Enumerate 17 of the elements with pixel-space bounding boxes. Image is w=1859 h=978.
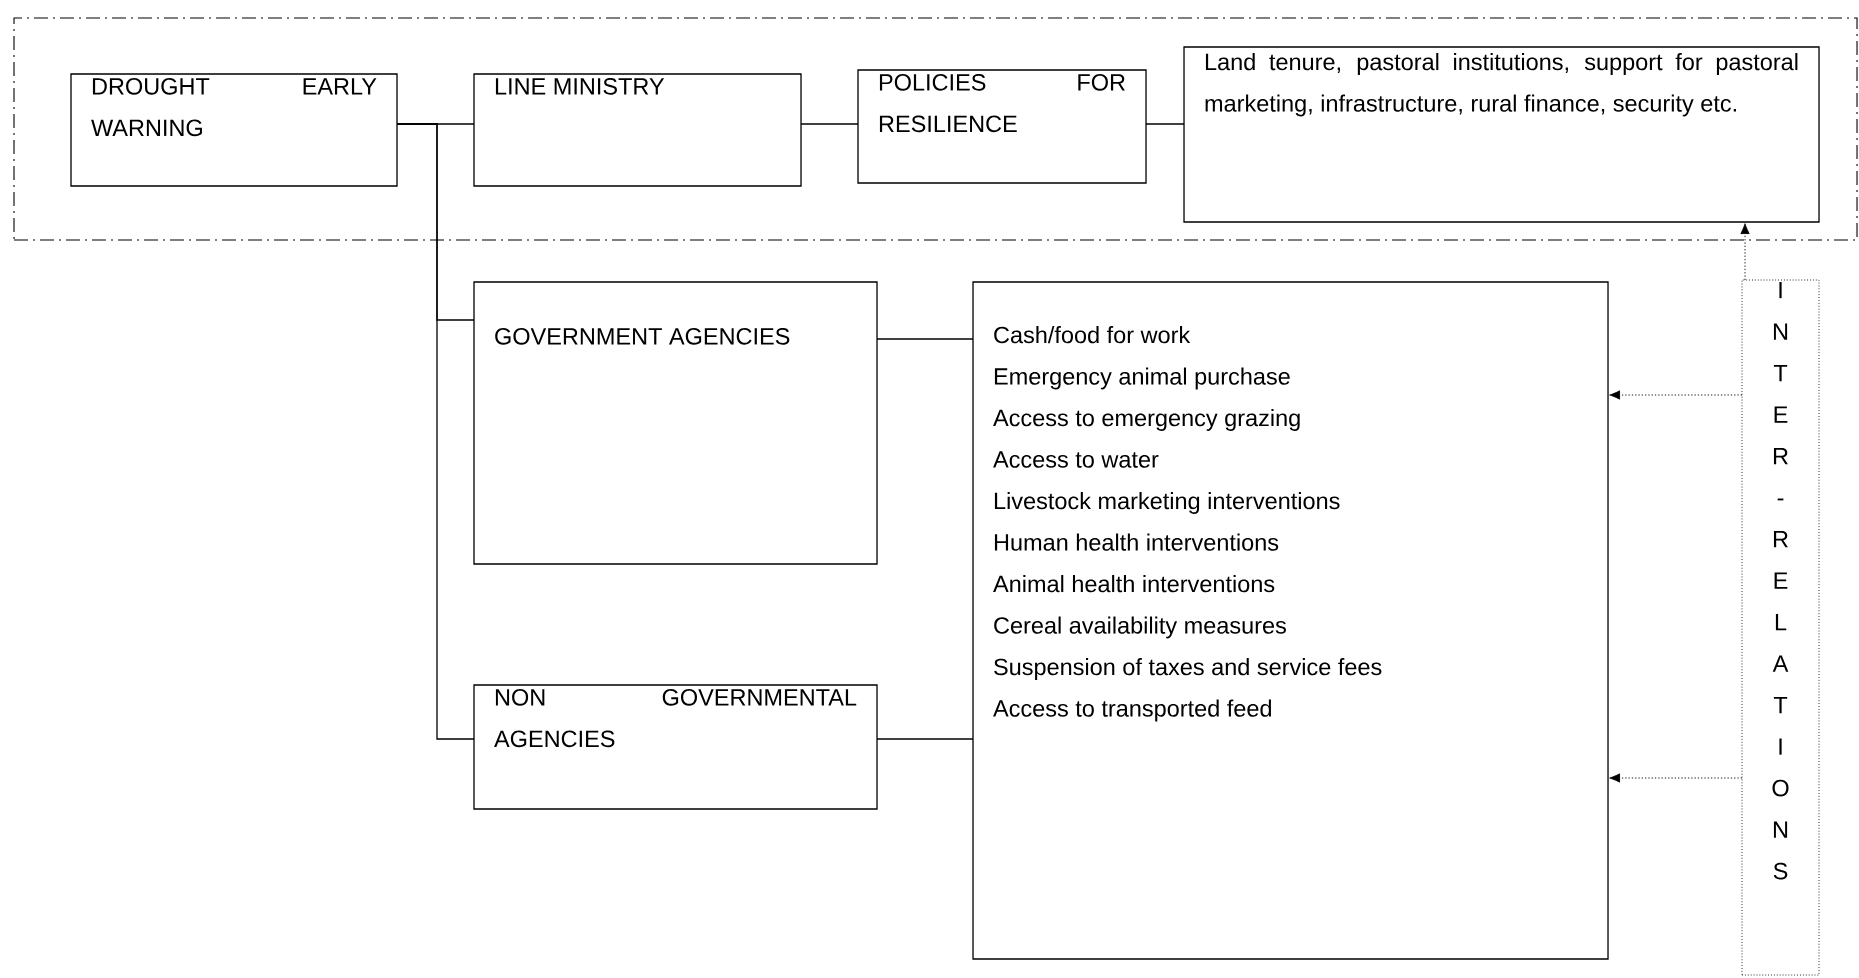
arrow [1740,223,1750,281]
process-box: GOVERNMENT AGENCIES [473,281,878,565]
process-box: NON GOVERNMENTAL AGENCIES [473,684,878,810]
list-box: Cash/food for work Emergency animal purchase Access to emergency grazing Access to water Livestock marketing interventions Human health interventions Animal health interventions Cereal availability measures Suspension of taxes and service fees Access to transported feed [972,281,1609,960]
process-box: DROUGHT EARLY WARNING [70,73,398,187]
vertical-label-box: I N T E R - R E L A T I O N S [1741,279,1820,976]
text-box: Land tenure, pastoral institutions, support for pastoral marketing, infrastructure, rural finance, security etc. [1183,46,1820,223]
connector-line [876,338,974,340]
process-box: LINE MINISTRY [473,73,802,187]
group-frame [13,17,1858,241]
arrow [1609,773,1743,783]
arrow [1609,390,1743,400]
connector-line [396,123,475,740]
connector-line [876,738,974,740]
connector-line [1145,123,1185,125]
connector-line [800,123,859,125]
process-box: POLICIES FOR RESILIENCE [857,69,1147,184]
